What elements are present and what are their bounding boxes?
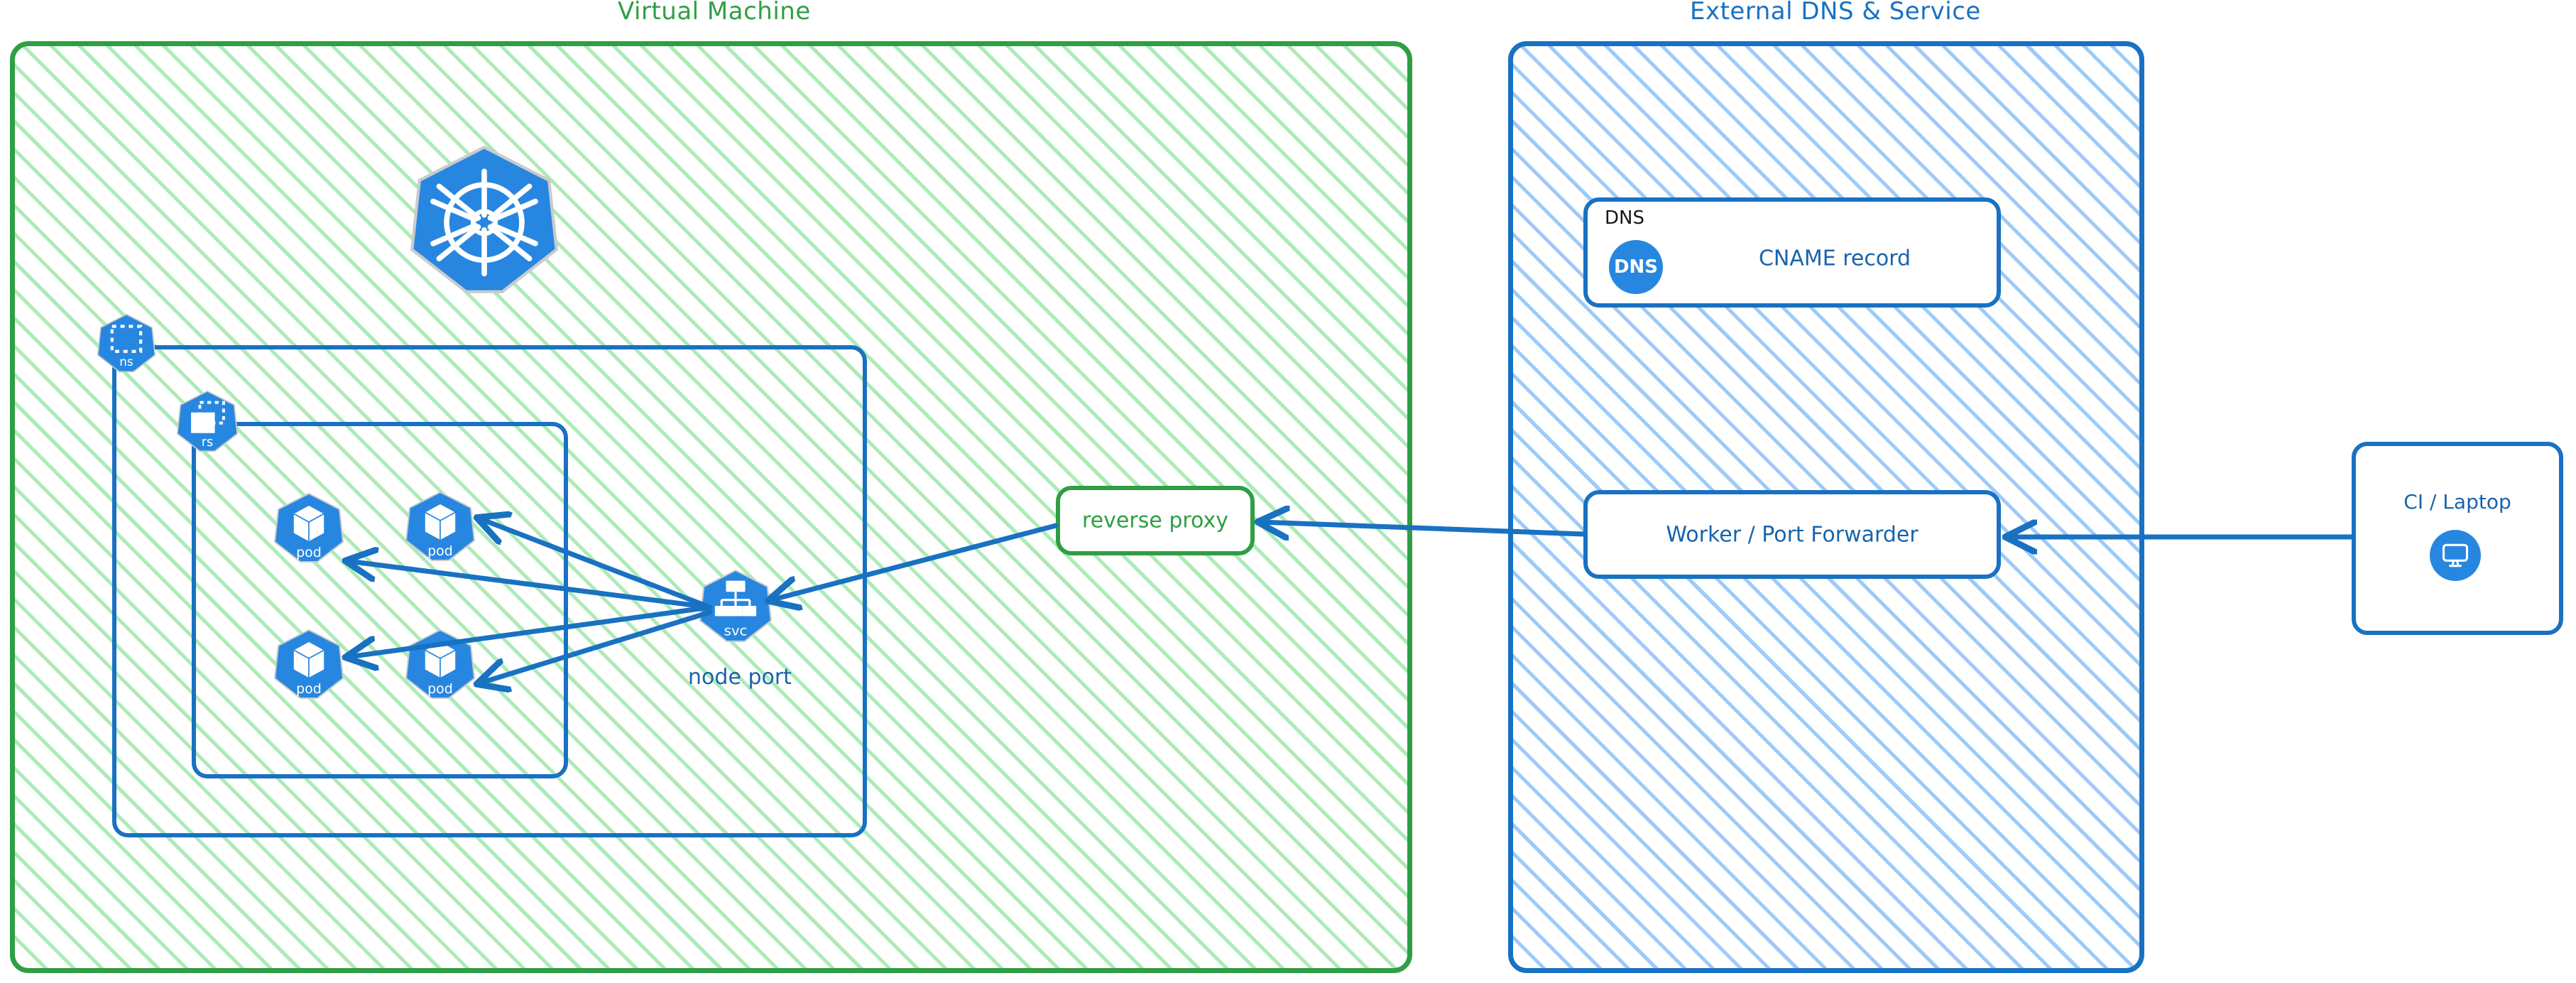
replicaset-badge: rs: [176, 389, 239, 453]
reverse-proxy-label: reverse proxy: [1082, 508, 1228, 533]
svg-text:pod: pod: [427, 543, 453, 559]
virtual-machine-zone-title: Virtual Machine: [618, 0, 811, 26]
reverse-proxy-box[interactable]: reverse proxy: [1056, 486, 1255, 555]
kubernetes-helm-logo: [409, 143, 560, 295]
ci-laptop-label: CI / Laptop: [2403, 490, 2511, 514]
monitor-icon: [2430, 530, 2481, 581]
svg-text:ns: ns: [119, 354, 133, 369]
node-port-caption: node port: [688, 665, 792, 690]
dns-chip-text: DNS: [1613, 256, 1659, 278]
pod-1: pod: [273, 492, 344, 564]
svg-text:pod: pod: [296, 681, 322, 697]
namespace-badge: ns: [97, 313, 156, 374]
dns-corner-label: DNS: [1605, 207, 1644, 229]
svg-text:svc: svc: [724, 623, 748, 639]
node-port-service: svc: [699, 568, 773, 643]
pod-4: pod: [405, 628, 476, 700]
dns-chip-icon: DNS: [1609, 240, 1663, 294]
svg-text:pod: pod: [296, 545, 322, 560]
svg-text:rs: rs: [202, 435, 213, 450]
worker-port-forwarder-box[interactable]: Worker / Port Forwarder: [1583, 490, 2001, 579]
dns-card[interactable]: DNS DNS CNAME record: [1583, 197, 2001, 308]
pod-2: pod: [405, 490, 476, 563]
ci-laptop-box[interactable]: CI / Laptop: [2352, 442, 2563, 635]
worker-port-forwarder-label: Worker / Port Forwarder: [1666, 522, 1919, 547]
replicaset-box: [192, 422, 568, 778]
pod-3: pod: [273, 628, 344, 700]
cname-record-label: CNAME record: [1758, 246, 1911, 271]
external-dns-zone-title: External DNS & Service: [1690, 0, 1981, 26]
svg-text:pod: pod: [427, 681, 453, 697]
